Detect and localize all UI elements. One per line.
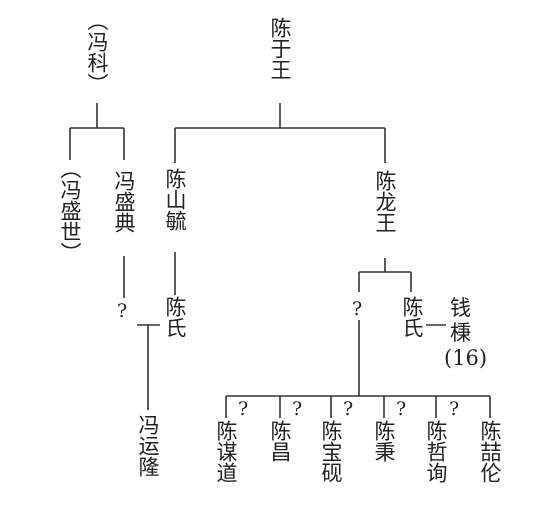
node-chen-shi-right: 陈氏	[400, 296, 424, 338]
node-chen-bing: 陈秉	[372, 420, 396, 462]
node-chen-longwang: 陈龙王	[373, 170, 397, 233]
unknown-spouse-feng: ?	[117, 300, 128, 322]
node-feng-shengshi: （冯盛世）	[58, 158, 82, 263]
node-feng-ke: （冯科）	[85, 10, 109, 94]
node-chen-moudao: 陈谋道	[214, 420, 238, 483]
node-chen-baoyan: 陈宝砚	[319, 420, 343, 483]
node-qian-note: (16)	[444, 346, 488, 370]
unknown-spouse-4: ?	[396, 398, 407, 420]
unknown-child-chen: ?	[352, 298, 363, 320]
node-qian-line2: 棅	[450, 321, 471, 345]
node-chen-zhexun: 陈哲询	[424, 420, 448, 483]
node-chen-yuwang: 陈于王	[268, 17, 292, 80]
unknown-spouse-1: ?	[238, 398, 249, 420]
unknown-spouse-5: ?	[449, 398, 460, 420]
unknown-spouse-3: ?	[343, 398, 354, 420]
node-qian-line1: 钱	[450, 296, 471, 320]
node-feng-shengdian: 冯盛典	[112, 170, 136, 233]
unknown-spouse-2: ?	[292, 398, 303, 420]
node-chen-zhelun: 陈喆伦	[478, 420, 502, 483]
node-chen-shi-left: 陈氏	[163, 296, 187, 338]
node-chen-shanshu: 陈山毓	[163, 168, 187, 231]
node-feng-yunlong: 冯运隆	[136, 414, 160, 477]
node-chen-chang: 陈昌	[268, 420, 292, 462]
